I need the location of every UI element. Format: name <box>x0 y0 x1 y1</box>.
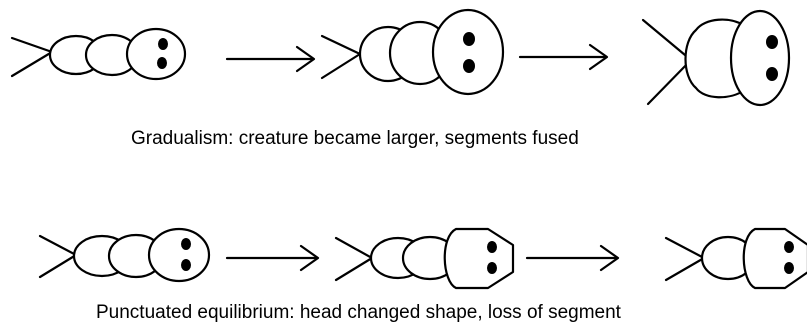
creature-tail-legs <box>322 36 360 78</box>
transition-arrow <box>227 246 318 270</box>
hexagonal-head <box>744 229 807 288</box>
creature-eye <box>487 262 497 274</box>
creature-tail-legs <box>643 20 691 104</box>
creature-eye <box>157 57 167 69</box>
punctuated-creature-new-head <box>336 229 513 288</box>
creature-head <box>149 229 209 281</box>
creature-eye <box>784 241 794 253</box>
gradualism-caption: Gradualism: creature became larger, segm… <box>131 128 579 149</box>
creature-eye <box>181 259 191 271</box>
creature-head <box>127 29 185 79</box>
creature-eye <box>766 35 778 49</box>
gradualism-creature-small <box>12 29 185 79</box>
transition-arrow <box>227 47 314 71</box>
transition-arrow <box>527 246 618 270</box>
creature-tail-legs <box>40 236 76 277</box>
creature-tail-legs <box>666 238 704 280</box>
hexagonal-head <box>445 229 513 288</box>
punctuated-creature-original <box>40 229 209 281</box>
gradualism-creature-large <box>322 10 503 94</box>
gradualism-creature-fused <box>643 11 789 105</box>
creature-head <box>731 11 789 105</box>
punctuated-caption: Punctuated equilibrium: head changed sha… <box>96 302 622 323</box>
creature-eye <box>766 67 778 81</box>
creature-eye <box>181 238 191 250</box>
creature-head <box>433 10 503 94</box>
creature-eye <box>463 32 475 46</box>
punctuated-row: Punctuated equilibrium: head changed sha… <box>40 229 807 323</box>
creature-eye <box>784 262 794 274</box>
creature-eye <box>463 59 475 73</box>
creature-tail-legs <box>12 38 52 76</box>
creature-eye <box>158 38 168 50</box>
creature-eye <box>487 241 497 253</box>
punctuated-creature-lost-segment <box>666 229 807 288</box>
gradualism-row: Gradualism: creature became larger, segm… <box>12 10 789 149</box>
creature-tail-legs <box>336 238 372 280</box>
transition-arrow <box>520 45 607 69</box>
